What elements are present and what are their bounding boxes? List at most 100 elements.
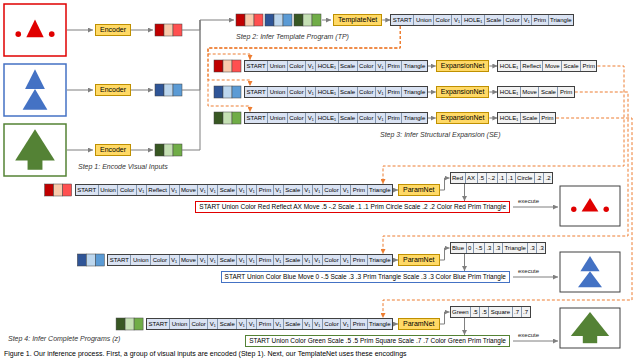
embedding-vector [214, 112, 241, 124]
token: V₁ [313, 319, 323, 329]
token: Prim [558, 87, 573, 97]
token: Square [489, 307, 512, 317]
token: Triangle [503, 243, 528, 253]
network-name: ExpansionNet [441, 62, 485, 69]
network-name: ParamNet [403, 256, 435, 263]
embedding-cell [214, 86, 223, 98]
flow-arrow [67, 150, 93, 151]
token: Union [131, 255, 151, 265]
token-sequence: STARTUnionColorV₁MoveV₁V₁ScaleV₁V₁PrimV₁… [107, 254, 393, 266]
output-image [560, 252, 620, 292]
embedding-vector [214, 60, 241, 72]
token: .3 [494, 243, 503, 253]
token-sequence: STARTUnionColorV₁HOLE₁ScaleColorV₁PrimTr… [390, 14, 574, 26]
program-text: START Union Color Blue Move 0 -.5 Scale … [225, 273, 506, 280]
token: .1 [498, 173, 507, 183]
token-sequence: STARTUnionColorV₁HOLE₁ScaleColorV₁PrimTr… [244, 60, 428, 72]
token: V₁ [137, 185, 147, 195]
token: Triangle [368, 185, 392, 195]
input-image [4, 4, 66, 56]
flow-arrow [200, 20, 234, 21]
token: Color [118, 185, 136, 195]
caption: Figure 1. Our inference process. First, … [4, 349, 407, 358]
token: Triangle [368, 255, 392, 265]
merge-line [182, 20, 200, 90]
embedding-cell [155, 144, 164, 156]
token: Move [180, 185, 199, 195]
program-text: START Union Color Red Reflect AX Move .5… [199, 203, 506, 210]
execute-arrow [513, 277, 558, 278]
network-box: Encoder [95, 84, 131, 96]
flow-arrow [464, 184, 465, 201]
flow-arrow [67, 90, 93, 91]
network-name: ParamNet [403, 186, 435, 193]
token: Scale [218, 319, 237, 329]
token: 0 [467, 243, 474, 253]
embedding-cell [223, 112, 232, 124]
token: Union [268, 61, 288, 71]
embedding-cell [116, 318, 125, 330]
token: Scale [284, 319, 303, 329]
flow-arrow [131, 150, 153, 151]
token: V₁ [376, 87, 386, 97]
network-name: Encoder [100, 86, 126, 93]
flow-arrow [208, 26, 400, 112]
flow-arrow [489, 92, 497, 93]
embedding-cell [254, 14, 263, 26]
token: V₁ [452, 15, 462, 25]
embedding-cell [223, 60, 232, 72]
token: .3 [537, 243, 545, 253]
execute-arrow [513, 341, 558, 342]
token: Red [451, 173, 466, 183]
token: Blue [451, 243, 467, 253]
embedding-vector [77, 254, 104, 266]
network-box: ParamNet [398, 318, 440, 330]
embedding-cell [77, 254, 86, 266]
token: V₁ [376, 61, 386, 71]
circle-shape [49, 31, 55, 37]
image-frame [560, 252, 620, 292]
flow-arrow [440, 248, 450, 260]
token: Triangle [549, 15, 573, 25]
execute-label: execute [518, 198, 539, 205]
network-box: ExpansionNet [436, 86, 490, 98]
program-box: START Union Color Blue Move 0 -.5 Scale … [221, 271, 510, 283]
token: Color [190, 319, 208, 329]
token: Union [99, 185, 119, 195]
embedding-cell [164, 84, 173, 96]
embedding-cell [164, 144, 173, 156]
embedding-vector [236, 14, 263, 26]
flow-arrow [464, 254, 465, 271]
token: START [245, 87, 268, 97]
token: V₁ [313, 255, 323, 265]
output-tokens: RedAX.5-.2.1.1Circle.2.2 [450, 172, 553, 184]
token-sequence: STARTUnionColorV₁ReflectV₁MoveV₁V₁ScaleV… [75, 184, 393, 196]
token: V₁ [274, 185, 284, 195]
network-box: Encoder [95, 144, 131, 156]
token: Color [434, 15, 452, 25]
embedding-vector [45, 184, 72, 196]
execute-arrow [513, 207, 558, 208]
flow-arrow [67, 30, 93, 31]
image-frame [4, 4, 66, 56]
triangle-shape [571, 312, 609, 336]
input-image [4, 124, 66, 176]
token: START [391, 15, 414, 25]
triangle-shape [23, 89, 48, 110]
embedding-cell [312, 14, 321, 26]
token: HOLE₁ [316, 87, 338, 97]
token: -.2 [487, 173, 498, 183]
embedding-cell [245, 14, 254, 26]
execute-label: execute [518, 268, 539, 275]
embedding-vector [265, 14, 292, 26]
embedding-cell [303, 14, 312, 26]
image-frame [4, 64, 66, 116]
token: Union [268, 113, 288, 123]
token: Color [323, 319, 341, 329]
flow-arrow [322, 20, 331, 21]
token: V₁ [208, 319, 218, 329]
illustration [4, 4, 620, 348]
embedding-cell [164, 24, 173, 36]
image-frame [560, 186, 620, 226]
output-tokens: HOLE₁ScalePrim [497, 112, 556, 124]
